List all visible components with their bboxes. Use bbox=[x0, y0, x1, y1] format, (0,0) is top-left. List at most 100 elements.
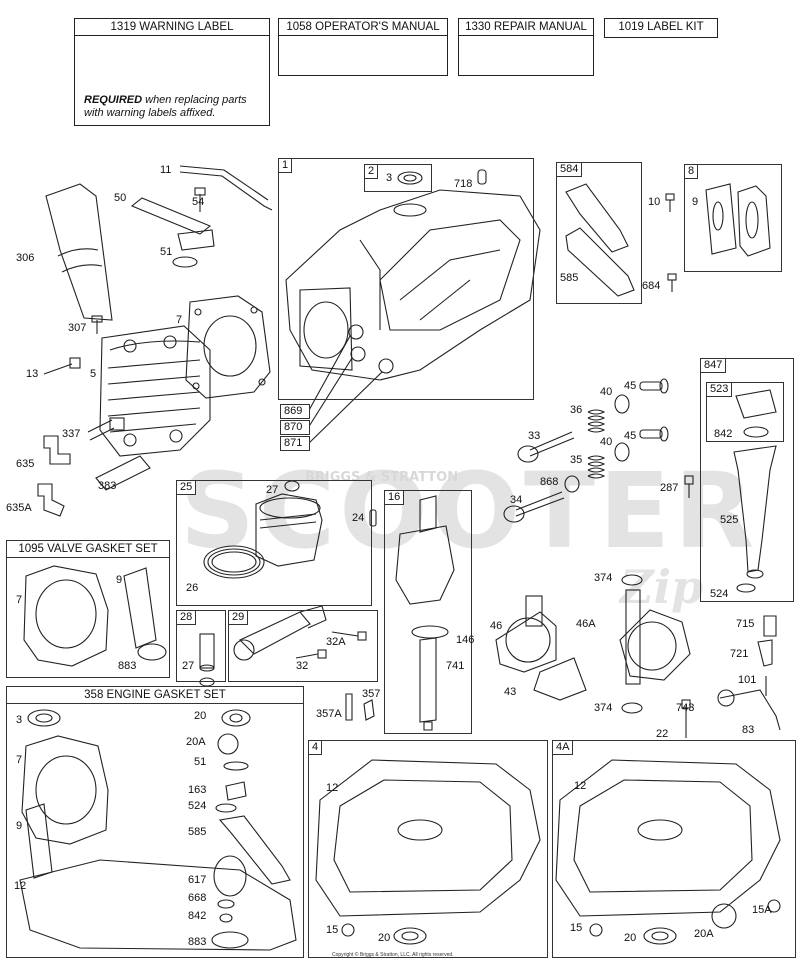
callout: 3 bbox=[16, 714, 23, 726]
callout: 715 bbox=[736, 618, 755, 630]
box-523 bbox=[706, 382, 784, 442]
callout: 27 bbox=[266, 484, 279, 496]
callout: 83 bbox=[742, 724, 755, 736]
callout: 7 bbox=[16, 754, 23, 766]
callout: 46A bbox=[576, 618, 596, 630]
callout: 20 bbox=[624, 932, 637, 944]
callout: 12 bbox=[14, 880, 27, 892]
required-rest: when replacing parts bbox=[142, 94, 247, 106]
box-4a bbox=[552, 740, 796, 958]
callout: 9 bbox=[116, 574, 123, 586]
callout: 32A bbox=[326, 636, 346, 648]
tag-869: 869 bbox=[280, 404, 310, 419]
warning-word: WARNING bbox=[150, 42, 184, 49]
tag-25: 25 bbox=[176, 480, 197, 495]
callout: 146 bbox=[456, 634, 475, 646]
tag-584: 584 bbox=[556, 162, 583, 177]
engine-gasket-set-title: 358 ENGINE GASKET SET bbox=[7, 687, 303, 704]
callout: 883 bbox=[118, 660, 137, 672]
box-29 bbox=[228, 610, 378, 682]
callout: 12 bbox=[574, 780, 587, 792]
box-16 bbox=[384, 490, 472, 734]
callout: 7 bbox=[16, 594, 23, 606]
callout: 10 bbox=[648, 196, 661, 208]
callout: 20 bbox=[194, 710, 207, 722]
callout: 721 bbox=[730, 648, 749, 660]
tag-523: 523 bbox=[706, 382, 733, 397]
watermark-script: Zip bbox=[620, 560, 704, 614]
warning-label-title: 1319 WARNING LABEL bbox=[75, 19, 269, 36]
callout: 46 bbox=[490, 620, 503, 632]
callout: 12 bbox=[326, 782, 339, 794]
required-bold: REQUIRED bbox=[84, 94, 143, 106]
callout: 524 bbox=[710, 588, 729, 600]
callout: 45 bbox=[624, 430, 637, 442]
callout: 15A bbox=[752, 904, 772, 916]
callout: 43 bbox=[504, 686, 517, 698]
callout: 374 bbox=[594, 702, 613, 714]
callout: 51 bbox=[194, 756, 207, 768]
callout: 525 bbox=[720, 514, 739, 526]
callout: 13 bbox=[26, 368, 39, 380]
callout: 20A bbox=[694, 928, 714, 940]
box-847 bbox=[700, 358, 794, 602]
callout: 585 bbox=[560, 272, 579, 284]
callout: 24 bbox=[352, 512, 365, 524]
callout: 868 bbox=[540, 476, 559, 488]
copyright: Copyright © Briggs & Stratton, LLC. All … bbox=[332, 952, 454, 958]
callout: 9 bbox=[692, 196, 699, 208]
label-kit-panel: 1019 LABEL KIT bbox=[604, 18, 718, 38]
callout: 337 bbox=[62, 428, 81, 440]
valve-gasket-set-title: 1095 VALVE GASKET SET bbox=[7, 541, 169, 558]
callout: 35 bbox=[570, 454, 583, 466]
callout: 668 bbox=[188, 892, 207, 904]
operators-manual-panel: 1058 OPERATOR'S MANUAL bbox=[278, 18, 448, 76]
callout: 163 bbox=[188, 784, 207, 796]
callout: 20 bbox=[378, 932, 391, 944]
callout: 15 bbox=[326, 924, 339, 936]
tag-870: 870 bbox=[280, 420, 310, 435]
callout: 22 bbox=[656, 728, 669, 740]
callout: 635A bbox=[6, 502, 32, 514]
callout: 585 bbox=[188, 826, 207, 838]
tag-29: 29 bbox=[228, 610, 249, 625]
callout: 54 bbox=[192, 196, 205, 208]
callout: 11 bbox=[160, 164, 172, 176]
box-584 bbox=[556, 162, 642, 304]
callout: 33 bbox=[528, 430, 541, 442]
callout: 32 bbox=[296, 660, 309, 672]
callout: 9 bbox=[16, 820, 23, 832]
tag-1: 1 bbox=[278, 158, 293, 173]
box-8 bbox=[684, 164, 782, 272]
tag-28: 28 bbox=[176, 610, 197, 625]
box-4 bbox=[308, 740, 548, 958]
valve-gasket-set-box: 1095 VALVE GASKET SET bbox=[6, 540, 170, 678]
callout: 3 bbox=[386, 172, 393, 184]
callout: 40 bbox=[600, 436, 613, 448]
callout: 383 bbox=[98, 480, 117, 492]
tag-4a: 4A bbox=[552, 740, 574, 755]
callout: 307 bbox=[68, 322, 87, 334]
callout: 40 bbox=[600, 386, 613, 398]
callout: 718 bbox=[454, 178, 473, 190]
callout: 15 bbox=[570, 922, 583, 934]
tag-8: 8 bbox=[684, 164, 699, 179]
tag-16: 16 bbox=[384, 490, 405, 505]
tag-871: 871 bbox=[280, 436, 310, 451]
callout: 20A bbox=[186, 736, 206, 748]
callout: 51 bbox=[160, 246, 173, 258]
callout: 287 bbox=[660, 482, 679, 494]
callout: 7 bbox=[176, 314, 183, 326]
callout: 36 bbox=[570, 404, 583, 416]
watermark-ribbon: BRIGGS & STRATTON bbox=[305, 470, 459, 485]
operators-manual-title: 1058 OPERATOR'S MANUAL bbox=[279, 19, 447, 36]
callout: 357 bbox=[362, 688, 381, 700]
box-1 bbox=[278, 158, 534, 400]
required-line2: with warning labels affixed. bbox=[84, 107, 216, 119]
tag-4: 4 bbox=[308, 740, 323, 755]
label-kit-title: 1019 LABEL KIT bbox=[618, 21, 704, 33]
repair-manual-panel: 1330 REPAIR MANUAL bbox=[458, 18, 594, 76]
callout: 357A bbox=[316, 708, 342, 720]
callout: 684 bbox=[642, 280, 661, 292]
callout: 635 bbox=[16, 458, 35, 470]
